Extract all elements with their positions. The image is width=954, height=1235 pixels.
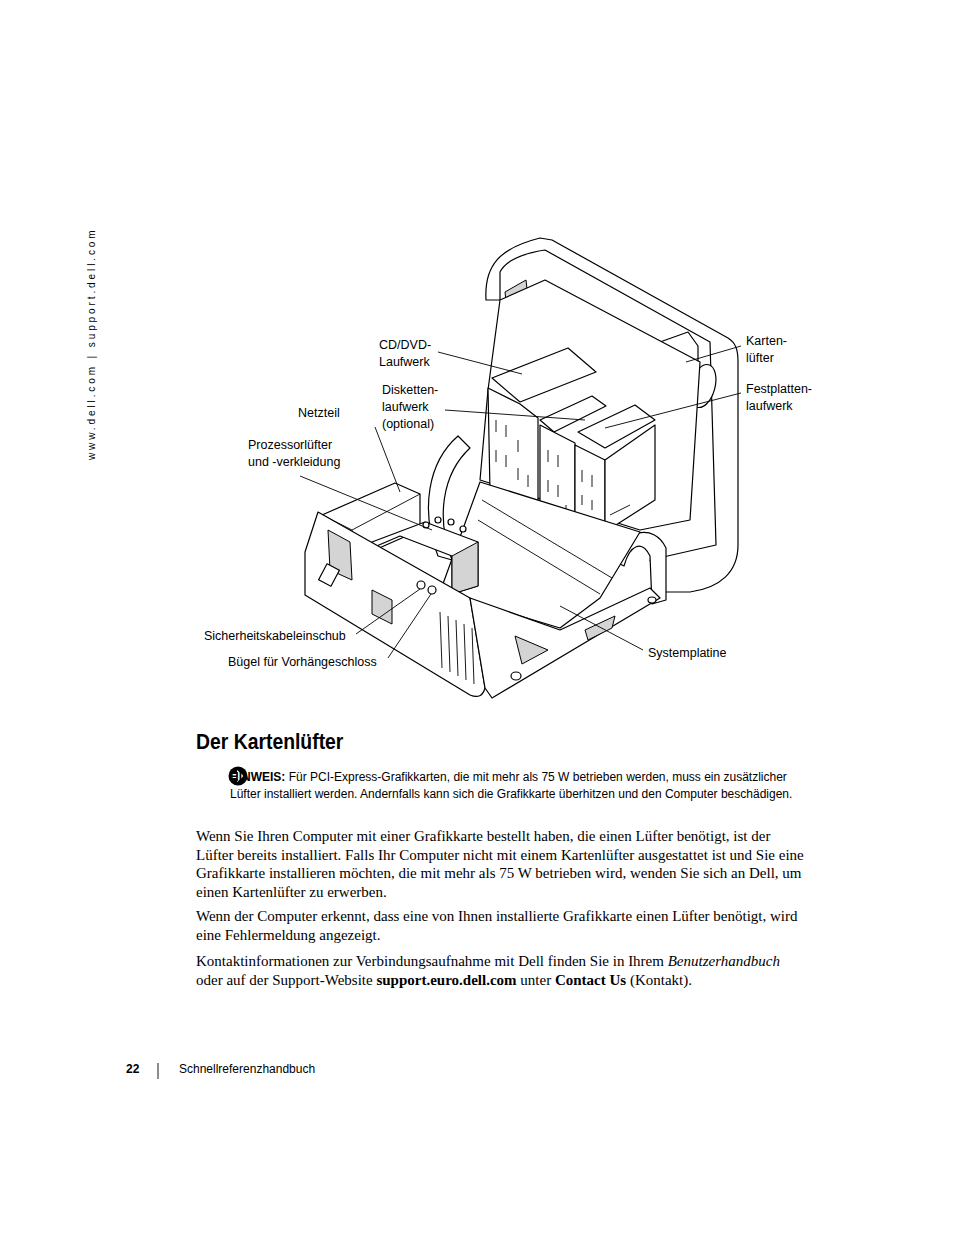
part-label: Prozessorlüfter und -verkleidung [248, 437, 348, 471]
front-wall [470, 588, 660, 698]
part-label: Disketten- laufwerk (optional) [382, 382, 438, 433]
leader-line [686, 346, 741, 362]
front-foot [511, 672, 521, 680]
footer-separator [158, 1063, 159, 1079]
leader-line [438, 352, 522, 374]
part-label: Karten- lüfter [746, 333, 787, 367]
part-label: Bügel für Vorhängeschloss [228, 654, 377, 671]
leader-line [375, 427, 400, 492]
hdd-slots [582, 470, 630, 515]
url-sidebar: www.dell.com | support.dell.com [86, 227, 98, 460]
security-slot [417, 581, 425, 589]
leader-lines [300, 346, 741, 658]
text-run: support.euro.dell.com [376, 972, 516, 988]
heat-pipe [460, 526, 466, 532]
page-number: 22 [126, 1062, 139, 1077]
section-heading: Der Kartenlüfter [196, 729, 343, 755]
notice-text: HINWEIS: Für PCI-Express-Grafikkarten, d… [230, 769, 815, 803]
text-run: oder auf der Support-Website [196, 972, 373, 988]
text-run: HINWEIS: [230, 770, 285, 784]
leader-line [605, 393, 741, 428]
padlock-loop [428, 586, 436, 594]
part-label: CD/DVD- Laufwerk [379, 337, 431, 371]
text-run: Contact Us [555, 972, 626, 988]
front-wall-cutout [515, 636, 548, 664]
front-foot [648, 597, 656, 603]
leader-line [445, 410, 585, 420]
leader-line [300, 476, 432, 530]
text-run: Für PCI-Express-Grafikkarten, die mit me… [230, 770, 792, 801]
cd-drive-slots [496, 420, 528, 487]
text-run: Benutzerhandbuch [668, 953, 780, 969]
part-label: Festplatten- laufwerk [746, 381, 812, 415]
cd-drive-top [492, 348, 596, 402]
hdd-side [605, 425, 655, 532]
power-connector [319, 564, 340, 586]
leader-line [388, 594, 431, 658]
rear-panel-cutout [372, 590, 392, 624]
leader-line [560, 606, 643, 650]
footer-title: Schnellreferenzhandbuch [179, 1062, 315, 1077]
text-run: unter [520, 972, 551, 988]
heat-pipe [435, 517, 441, 523]
part-label: Sicherheitskabeleinschub [204, 628, 346, 645]
part-label: Netzteil [298, 405, 340, 422]
body-paragraph: Wenn der Computer erkennt, dass eine von… [196, 907, 808, 944]
text-run: Kontaktinformationen zur Verbindungsaufn… [196, 953, 664, 969]
body-paragraph: Wenn Sie Ihren Computer mit einer Grafik… [196, 827, 808, 901]
processor-shroud-side [452, 542, 478, 594]
leader-line [356, 589, 420, 634]
chassis-drawing [305, 238, 738, 698]
front-wall-cutout [585, 616, 615, 640]
part-label: Systemplatine [648, 645, 727, 662]
body-paragraph: Kontaktinformationen zur Verbindungsaufn… [196, 952, 808, 989]
expansion-slots [440, 612, 474, 684]
heat-pipe [448, 519, 454, 525]
text-run: (Kontakt). [630, 972, 692, 988]
board-plane [478, 500, 612, 594]
